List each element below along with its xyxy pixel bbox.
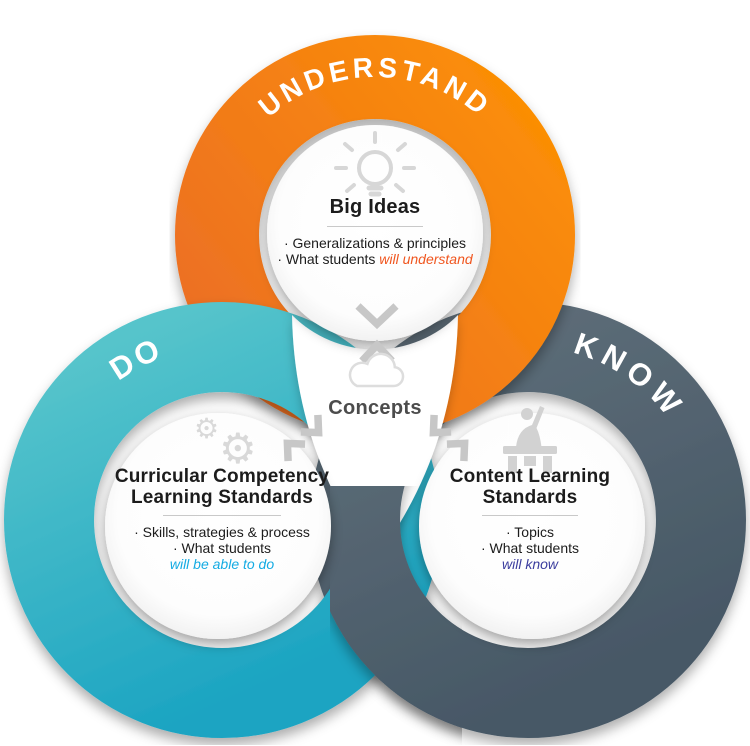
do-card: Curricular Competency Learning Standards…	[97, 466, 347, 572]
chevron-upright-icon	[283, 439, 306, 462]
know-disc	[419, 413, 645, 639]
bullet-what-students-know: · What students	[480, 540, 580, 556]
understand-card-bullets: · Generalizations & principles · What st…	[235, 235, 515, 267]
lightbulb-icon	[334, 131, 416, 197]
bullet-what-students-do: · What students	[172, 540, 272, 556]
bullet-text: · What students	[277, 251, 376, 267]
bullet-what-students-understand: · What students will understand	[235, 251, 515, 267]
know-card-title-line1: Content Learning	[449, 466, 611, 487]
bullet-topics: · Topics	[506, 524, 554, 540]
exchange-chevrons	[283, 303, 469, 462]
gear-small: ⚙	[194, 412, 219, 445]
chevron-down-icon	[355, 303, 399, 330]
know-card: Content Learning Standards · Topics · Wh…	[415, 466, 645, 572]
understand-card-title: Big Ideas	[329, 196, 421, 218]
teacher-desk-icon	[503, 406, 557, 473]
concepts-label: Concepts	[328, 397, 422, 419]
do-card-divider	[163, 515, 281, 516]
do-card-title: Curricular Competency Learning Standards	[97, 466, 347, 508]
chevron-downright-icon	[429, 414, 452, 437]
bullet-generalizations: · Generalizations & principles	[283, 235, 467, 251]
center-triangle	[292, 315, 458, 560]
understand-disc	[267, 125, 483, 341]
know-over-do-overlap	[330, 486, 462, 728]
understand-card-divider	[327, 226, 423, 227]
gears-icon: ⚙ ⚙	[194, 412, 257, 473]
know-card-bullets: · Topics · What students will know	[415, 524, 645, 572]
do-card-bullets: · Skills, strategies & process · What st…	[97, 524, 347, 572]
do-card-title-line1: Curricular Competency	[114, 466, 330, 487]
know-card-title-line2: Standards	[482, 487, 578, 508]
gear-large: ⚙	[219, 424, 257, 473]
bullet-emphasis: will understand	[379, 251, 473, 267]
chevron-downleft-icon	[300, 414, 323, 437]
do-disc	[105, 413, 331, 639]
bullet-skills: · Skills, strategies & process	[134, 524, 310, 540]
chevron-upleft-icon	[446, 439, 469, 462]
know-card-divider	[482, 515, 578, 516]
do-card-title-line2: Learning Standards	[130, 487, 314, 508]
know-card-title: Content Learning Standards	[415, 466, 645, 508]
understand-card: Big Ideas · Generalizations & principles…	[235, 196, 515, 267]
bullet-emphasis-do: will be able to do	[169, 556, 275, 572]
cloud-icon	[348, 352, 405, 388]
bullet-emphasis-know: will know	[501, 556, 558, 572]
